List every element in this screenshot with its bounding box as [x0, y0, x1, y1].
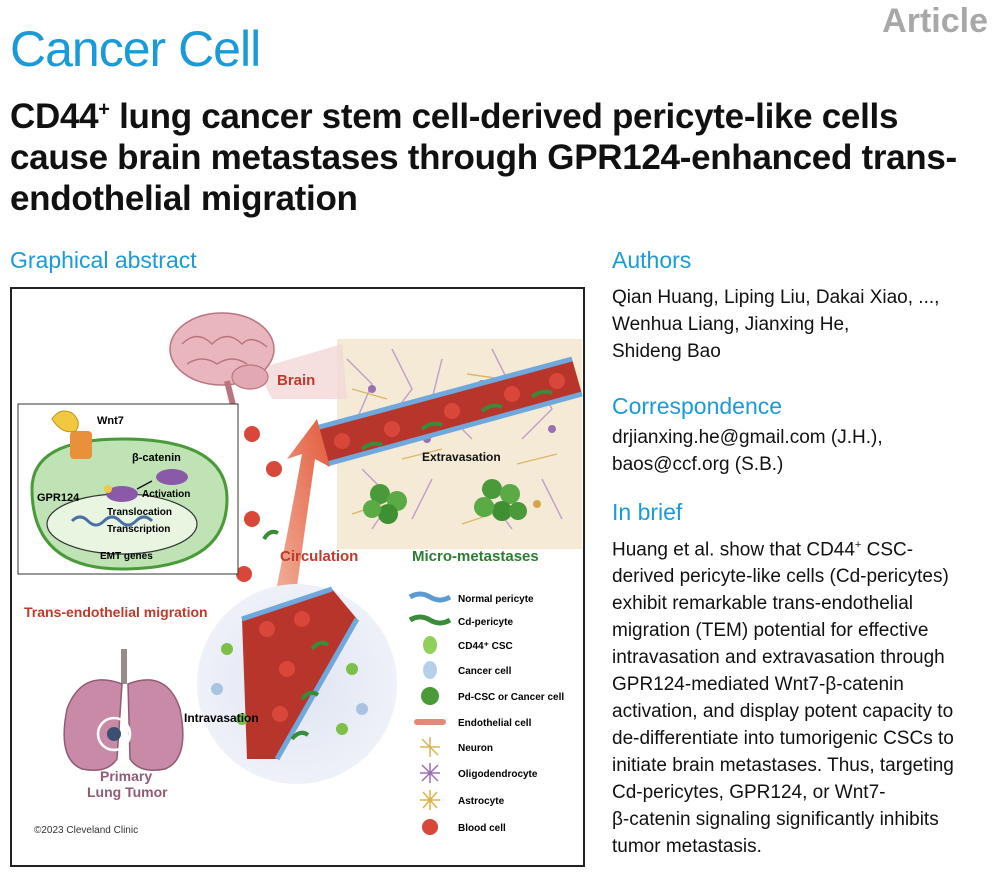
blood-cell-icon [422, 819, 438, 835]
legend-label: Astrocyte [458, 796, 505, 807]
legend-label: Pd-CSC or Cancer cell [458, 692, 564, 703]
legend-label: Cancer cell [458, 666, 512, 677]
correspondence-heading: Correspondence [612, 393, 783, 419]
authors-heading: Authors [612, 247, 692, 273]
activation-label: Activation [142, 489, 190, 500]
graphical-abstract-figure: Brain Circulation Micro-metastases Extra… [10, 287, 585, 867]
in-brief-line-start: Huang et al. show that CD44 [612, 539, 855, 561]
legend-item: Endothelial cell [414, 718, 532, 729]
legend-label: Endothelial cell [458, 718, 532, 729]
endothelial-cell-icon [414, 719, 446, 725]
in-brief-line: activation, and display potent capacity … [612, 701, 954, 723]
primary-tumor-label-line2: Lung Tumor [87, 784, 168, 800]
legend-label: Blood cell [458, 823, 506, 834]
in-brief-heading: In brief [612, 499, 683, 525]
correspondence-email-bao: baos@ccf.org (S.B.) [612, 454, 784, 475]
legend-label: Neuron [458, 743, 493, 754]
normal-pericyte-icon [408, 591, 452, 603]
title-prefix: CD44 [10, 97, 99, 136]
article-type-label: Article [882, 2, 988, 40]
micro-metastasis-clusters [363, 479, 527, 524]
micro-metastases-label: Micro-metastases [412, 548, 539, 565]
gpr124-label: GPR124 [37, 492, 80, 504]
title-superscript: + [98, 98, 110, 121]
in-brief-line: tumor metastasis. [612, 836, 762, 858]
pd-csc-icon [421, 687, 439, 705]
in-brief-line: intravasation and extravasation through [612, 647, 945, 669]
authors-line: Wenhua Liang, Jianxing He, [612, 314, 850, 335]
legend-label: Normal pericyte [458, 594, 534, 605]
brain-label: Brain [277, 372, 315, 389]
legend-label: CD44⁺ CSC [458, 641, 513, 652]
title-rest: lung cancer stem cell-derived pericyte-l… [10, 97, 957, 218]
intravasation-label: Intravasation [184, 711, 259, 725]
in-brief-line: exhibit remarkable trans-endothelial [612, 593, 913, 615]
wnt7-label: Wnt7 [97, 415, 124, 427]
circulation-label: Circulation [280, 548, 358, 565]
gpr124-receptor-icon [70, 431, 92, 459]
journal-name: Cancer Cell [10, 21, 261, 77]
transcription-label: Transcription [107, 524, 170, 535]
in-brief-line: Cd-pericytes, GPR124, or Wnt7- [612, 782, 886, 804]
beta-catenin-label: β-catenin [132, 452, 181, 464]
legend-item: Blood cell [422, 819, 506, 835]
legend-item: Pd-CSC or Cancer cell [421, 687, 564, 705]
legend-label: Cd-pericyte [458, 617, 513, 628]
in-brief-line: migration (TEM) potential for effective [612, 620, 929, 642]
in-brief-line: de-differentiate into tumorigenic CSCs t… [612, 728, 954, 750]
in-brief-line-end: CSC- [861, 539, 914, 561]
authors-line: Shideng Bao [612, 341, 721, 362]
legend-label: Oligodendrocyte [458, 769, 538, 780]
article-title: CD44+ lung cancer stem cell-derived peri… [10, 96, 985, 219]
primary-tumor-region [197, 584, 397, 784]
brain-blood-vessel [311, 356, 583, 467]
graphical-abstract-heading: Graphical abstract [10, 247, 197, 273]
figure-legend: Normal pericyte Cd-pericyte CD44⁺ CSC Ca… [408, 591, 564, 835]
tem-label: Trans-endothelial migration [24, 604, 208, 620]
in-brief-superscript: + [854, 539, 862, 551]
legend-item: CD44⁺ CSC [423, 636, 513, 654]
authors-line: Qian Huang, Liping Liu, Dakai Xiao, ..., [612, 287, 940, 308]
in-brief-line: derived pericyte-like cells (Cd-pericyte… [612, 566, 949, 588]
cancer-cell-icon [423, 661, 437, 679]
correspondence-text: drjianxing.he@gmail.com (J.H.), baos@ccf… [612, 424, 883, 478]
translocation-label: Translocation [107, 507, 172, 518]
legend-item: Astrocyte [420, 790, 505, 810]
legend-item: Neuron [420, 737, 493, 757]
copyright-text: ©2023 Cleveland Clinic [34, 825, 138, 836]
in-brief-line: Huang et al. show that CD44+ CSC- [612, 532, 954, 563]
legend-item: Normal pericyte [408, 591, 534, 605]
astrocyte-icon [420, 790, 440, 810]
lung-illustration [63, 649, 184, 771]
legend-item: Cd-pericyte [408, 614, 513, 628]
in-brief-text: Huang et al. show that CD44+ CSC- derive… [612, 532, 954, 860]
emt-genes-label: EMT genes [100, 551, 153, 562]
legend-item: Oligodendrocyte [420, 763, 538, 783]
in-brief-line: β-catenin signaling significantly inhibi… [612, 809, 939, 831]
authors-text: Qian Huang, Liping Liu, Dakai Xiao, ...,… [612, 284, 939, 365]
legend-item: Cancer cell [423, 661, 512, 679]
signaling-inset [17, 403, 239, 575]
primary-tumor-label-line1: Primary [100, 768, 152, 784]
correspondence-email-he: drjianxing.he@gmail.com (J.H.), [612, 427, 883, 448]
neuron-icon [420, 737, 440, 757]
in-brief-line: initiate brain metastases. Thus, targeti… [612, 755, 954, 777]
oligodendrocyte-icon [420, 763, 440, 783]
brain-illustration [169, 312, 347, 410]
cd44-csc-icon [423, 636, 437, 654]
in-brief-line: GPR124-mediated Wnt7-β-catenin [612, 674, 904, 696]
extravasation-label: Extravasation [422, 450, 501, 464]
cd-pericyte-icon [408, 614, 452, 626]
